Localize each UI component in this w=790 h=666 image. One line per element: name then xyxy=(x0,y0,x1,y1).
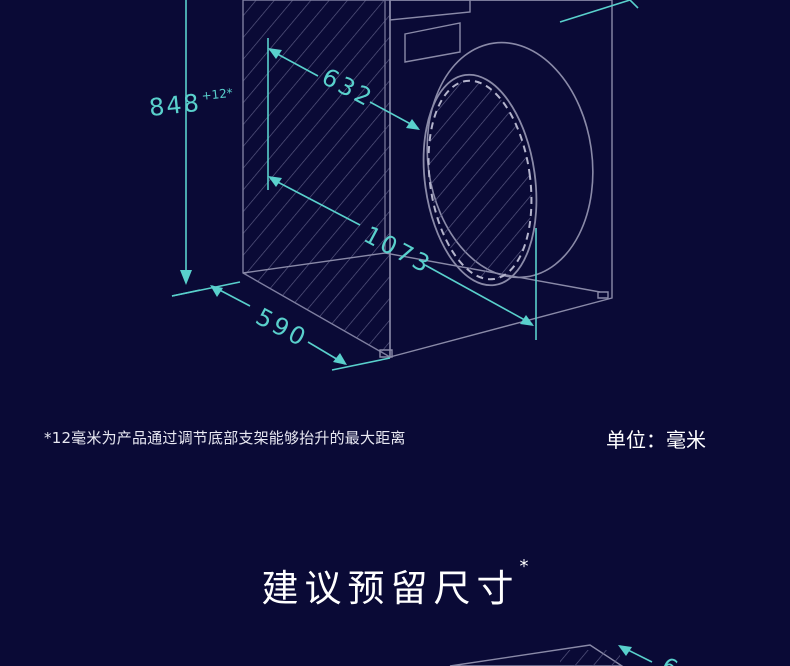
front-panel xyxy=(389,0,613,358)
total-depth-arrowhead-right xyxy=(520,315,534,326)
height-extra-label: +12* xyxy=(201,86,234,103)
foot-left xyxy=(379,349,393,358)
section-title-mark: * xyxy=(519,556,529,577)
top-right-tick xyxy=(629,0,639,9)
height-label: 848 xyxy=(148,89,202,122)
next-section-preview: 6 xyxy=(449,644,681,666)
door-assembly xyxy=(420,41,594,287)
washer-outline xyxy=(242,0,613,359)
bottom-back-edge xyxy=(242,252,386,274)
total-depth-dimension-line-b xyxy=(424,264,533,325)
dimension-lines xyxy=(171,0,639,371)
door-glass-dashed xyxy=(427,79,533,281)
total-depth-arrowhead-left xyxy=(268,176,282,187)
door-opening xyxy=(422,73,538,287)
top-right-dimension-line xyxy=(559,0,631,23)
section-title: 建议预留尺寸* xyxy=(0,556,790,612)
footnote-text: *12毫米为产品通过调节底部支架能够抬升的最大距离 xyxy=(44,429,406,447)
section-title-text: 建议预留尺寸 xyxy=(261,567,520,610)
width-arrowhead-right xyxy=(333,353,347,365)
depth-arrowhead-left xyxy=(268,48,282,59)
depth-arrowhead-right xyxy=(406,119,420,130)
width-arrowhead-left xyxy=(210,285,223,297)
width-right-tick xyxy=(331,357,391,371)
width-left-tick xyxy=(171,289,201,297)
next-washer-hatch xyxy=(560,650,620,666)
foot-right xyxy=(597,291,609,299)
width-label: 590 xyxy=(251,303,313,353)
total-depth-dimension-line-a xyxy=(269,177,361,226)
unit-label: 单位：毫米 xyxy=(606,428,706,452)
next-arrowhead xyxy=(618,645,632,656)
height-arrowhead xyxy=(180,270,192,285)
control-panel xyxy=(389,0,471,21)
display-window xyxy=(404,22,461,63)
next-dimension-label: 6 xyxy=(657,653,681,666)
